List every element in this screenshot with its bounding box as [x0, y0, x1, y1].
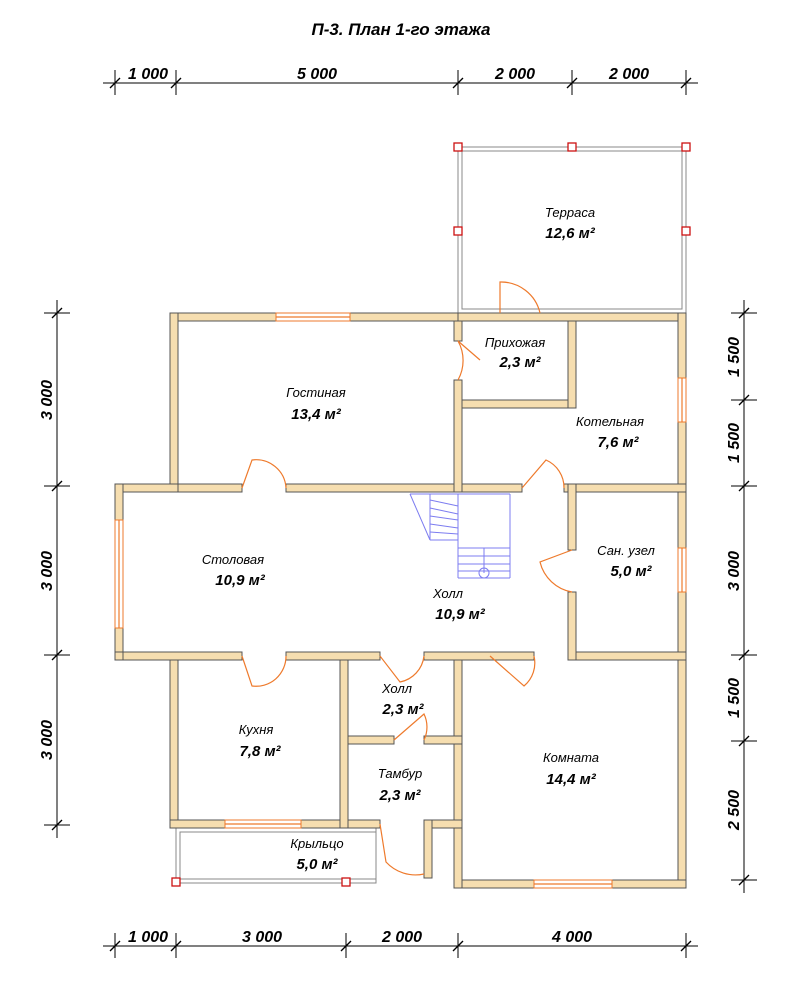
room-area: 14,4 м²: [546, 771, 596, 788]
porch-name: Крыльцо: [290, 836, 343, 851]
room-labels: Терраса 12,6 м² Прихожая 2,3 м² Гостиная…: [202, 205, 656, 873]
hall-name: Холл: [432, 586, 464, 601]
terrace-name: Терраса: [545, 205, 595, 220]
porch-area: 5,0 м²: [296, 856, 338, 873]
hall-area: 10,9 м²: [435, 606, 485, 623]
dim-top-4: 2 000: [608, 66, 649, 83]
dim-right-1: 1 500: [726, 337, 743, 377]
staircase: [409, 493, 511, 579]
right-dimension-line: 1 500 1 500 3 000 1 500 2 500: [726, 300, 757, 893]
bath-area: 5,0 м²: [610, 563, 652, 580]
hallway-area: 2,3 м²: [498, 354, 541, 371]
dim-right-4: 1 500: [726, 678, 743, 718]
dim-top-1: 1 000: [128, 66, 168, 83]
bath-name: Сан. узел: [597, 543, 655, 558]
hallway-name: Прихожая: [485, 335, 545, 350]
windows: [114, 312, 687, 889]
dim-bottom-3: 2 000: [381, 929, 422, 946]
dim-top-2: 5 000: [297, 66, 337, 83]
dining-name: Столовая: [202, 552, 264, 567]
dim-bottom-4: 4 000: [551, 929, 592, 946]
vestibule-name: Тамбур: [378, 766, 423, 781]
porch-railing: [175, 827, 377, 884]
living-name: Гостиная: [286, 385, 346, 400]
dim-top-3: 2 000: [494, 66, 535, 83]
dim-right-5: 2 500: [726, 790, 743, 831]
kitchen-area: 7,8 м²: [239, 743, 281, 760]
dining-area: 10,9 м²: [215, 572, 265, 589]
dim-left-1: 3 000: [39, 380, 56, 420]
terrace-posts: [171, 142, 691, 887]
dim-right-2: 1 500: [726, 423, 743, 463]
dim-right-3: 3 000: [726, 551, 743, 591]
plan-title: П-3. План 1-го этажа: [311, 20, 490, 39]
top-dimension-line: 1 000 5 000 2 000 2 000: [103, 66, 698, 95]
hall2-name: Холл: [381, 681, 413, 696]
vestibule-area: 2,3 м²: [378, 787, 421, 804]
dim-bottom-1: 1 000: [128, 929, 168, 946]
hall2-area: 2,3 м²: [381, 701, 424, 718]
dim-bottom-2: 3 000: [242, 929, 282, 946]
dim-left-3: 3 000: [39, 720, 56, 760]
bottom-dimension-line: 1 000 3 000 2 000 4 000: [103, 929, 698, 958]
terrace-area: 12,6 м²: [545, 225, 595, 242]
left-dimension-line: 3 000 3 000 3 000: [39, 300, 70, 838]
boiler-name: Котельная: [576, 414, 644, 429]
dim-left-2: 3 000: [39, 551, 56, 591]
room-name: Комната: [543, 750, 599, 765]
kitchen-name: Кухня: [239, 722, 274, 737]
living-area: 13,4 м²: [291, 406, 341, 423]
doors: [241, 281, 573, 876]
boiler-area: 7,6 м²: [597, 434, 639, 451]
